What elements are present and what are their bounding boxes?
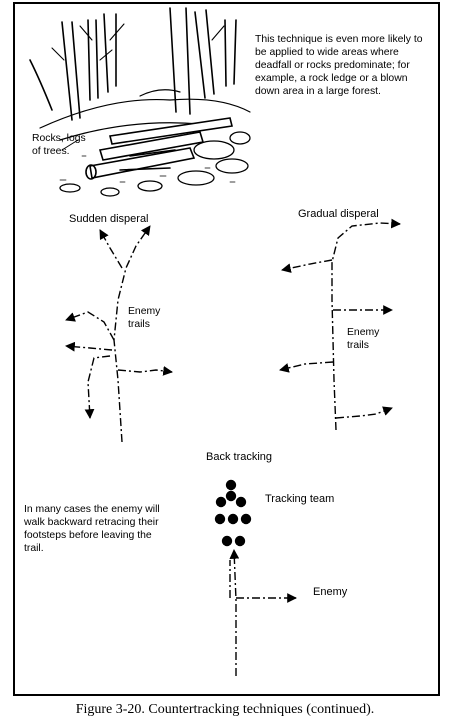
tree-trunks — [29, 7, 237, 121]
rocks-pointer — [61, 139, 79, 151]
team-member — [225, 479, 237, 491]
backward-note: In many cases the enemy will walk backwa… — [24, 504, 160, 554]
enemy-trails-label-right: Enemy trails — [347, 327, 380, 351]
sudden-dispersal-label: Sudden disperal — [69, 213, 149, 225]
fallen-logs — [85, 117, 233, 180]
rocks-label: Rocks, logs of trees. — [32, 133, 86, 157]
team-member — [221, 535, 233, 547]
enemy-label: Enemy — [313, 586, 348, 598]
hillside — [39, 89, 251, 141]
gradual-dispersal-diagram — [279, 218, 401, 431]
ground-stipple — [59, 155, 236, 183]
enemy-trails-label-left: Enemy trails — [128, 306, 161, 330]
branches — [51, 23, 225, 61]
team-member — [214, 513, 226, 525]
tracking-team-dots — [214, 479, 252, 547]
sudden-dispersal-diagram — [65, 225, 173, 443]
figure-frame — [13, 2, 440, 696]
team-member — [225, 490, 237, 502]
forest-illustration — [29, 7, 251, 197]
back-tracking-label: Back tracking — [206, 451, 273, 463]
team-member — [215, 496, 227, 508]
rocks — [59, 131, 251, 197]
figure-caption: Figure 3-20. Countertracking techniques … — [75, 702, 375, 717]
intro-paragraph: This technique is even more likely to be… — [255, 34, 423, 97]
back-tracking-diagram — [229, 549, 297, 676]
team-member — [227, 513, 239, 525]
tracking-team-label: Tracking team — [265, 493, 335, 505]
gradual-dispersal-label: Gradual disperal — [298, 208, 379, 220]
team-member — [235, 496, 247, 508]
team-member — [240, 513, 252, 525]
team-member — [234, 535, 246, 547]
